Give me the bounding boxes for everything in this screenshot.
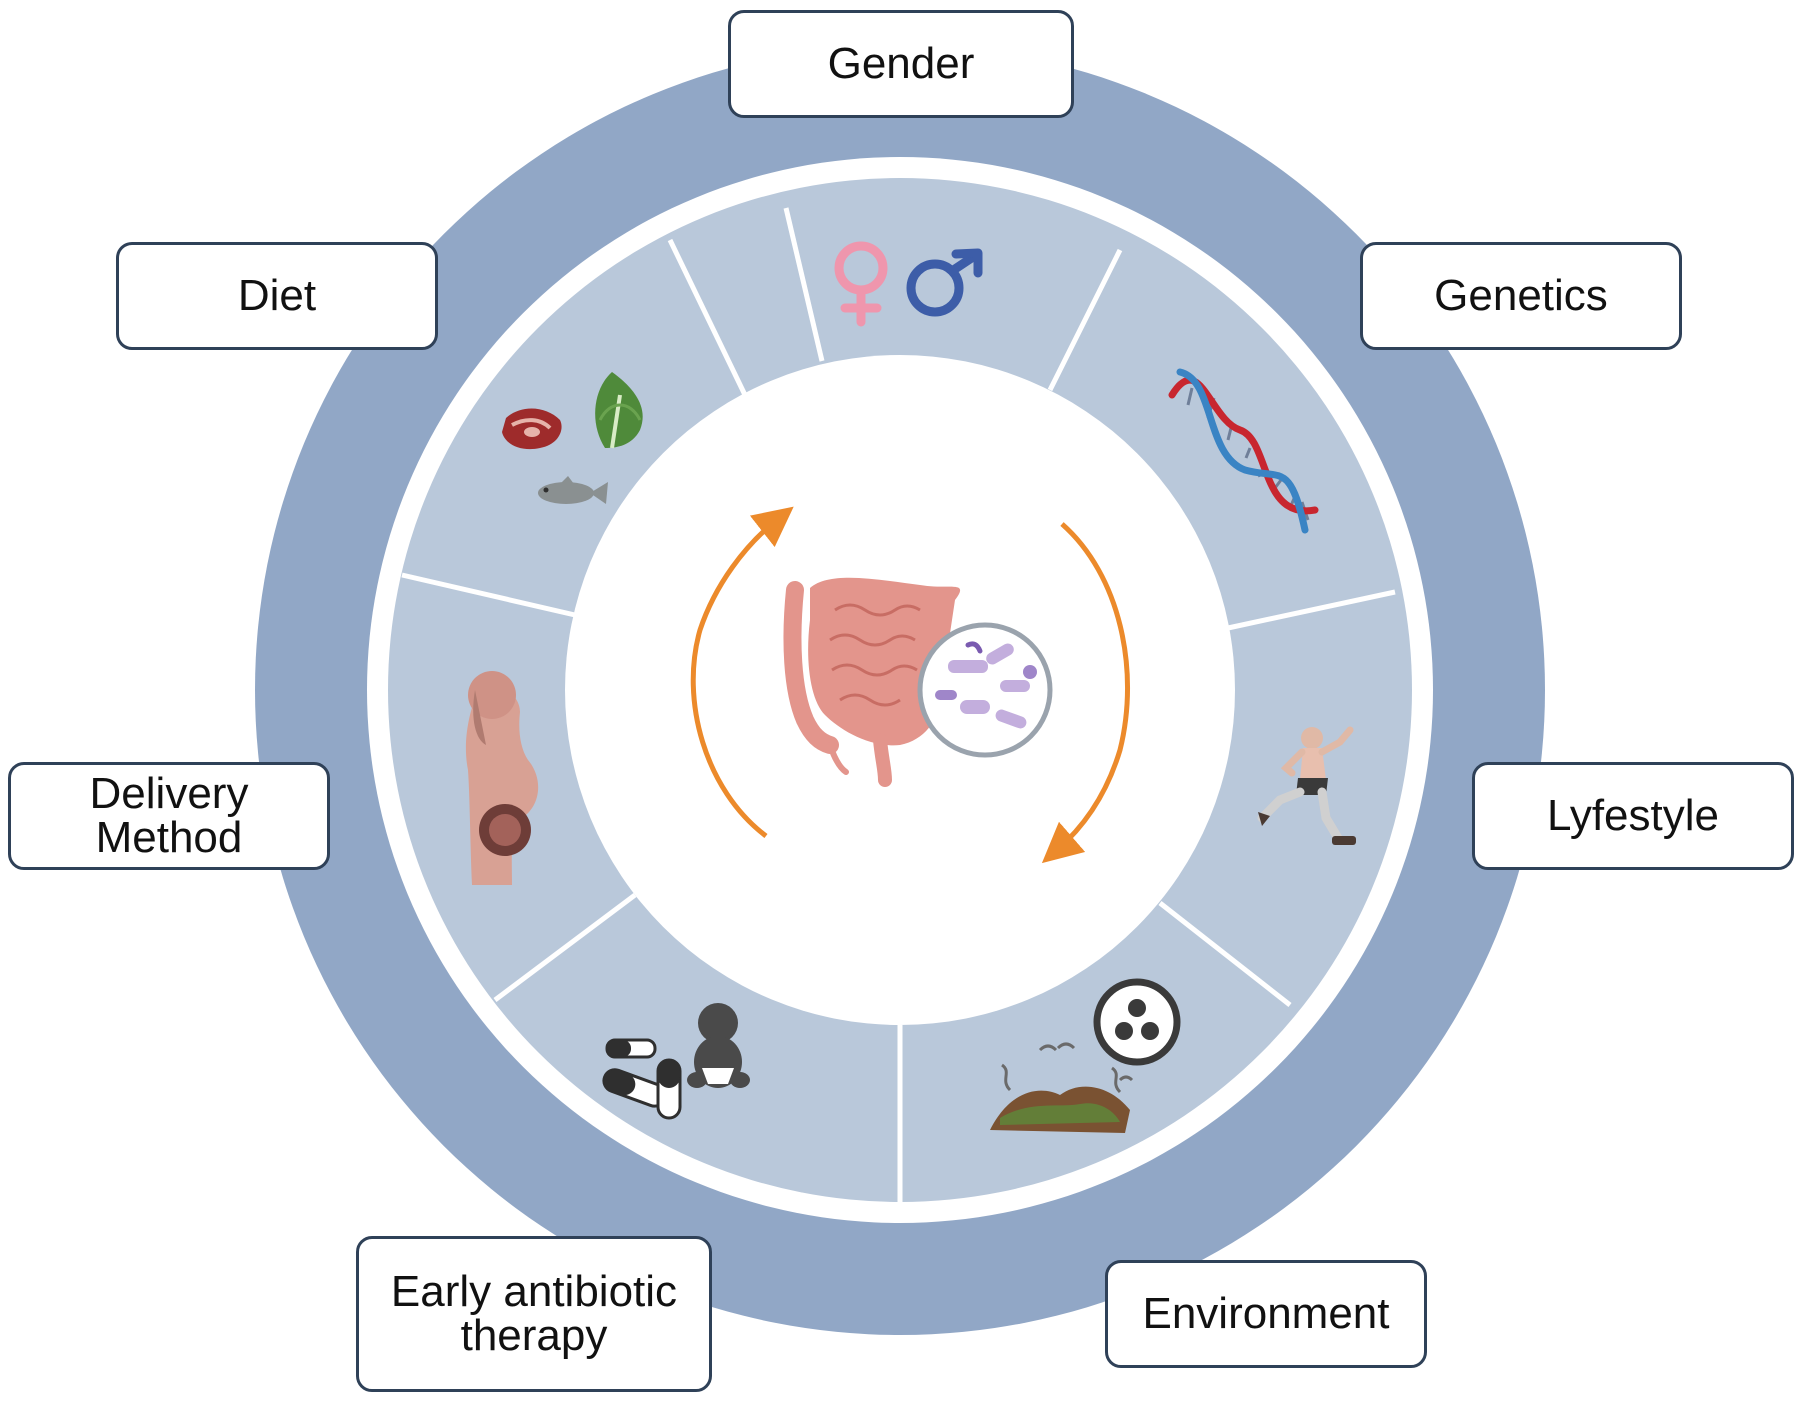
diet-label-text: Diet — [237, 271, 317, 320]
fish-icon — [538, 476, 608, 504]
female-symbol-icon — [834, 241, 888, 327]
lifestyle-label-text: Lyfestyle — [1546, 791, 1719, 840]
dna-helix-icon — [1168, 368, 1319, 534]
pregnant-woman-icon — [465, 671, 539, 885]
label-gender: Gender — [728, 10, 1074, 118]
label-lifestyle: Lyfestyle — [1472, 762, 1794, 870]
capsule-icon — [605, 1038, 657, 1059]
gut-microbiota-icon — [783, 577, 1053, 787]
antibiotic-label-line2: therapy — [460, 1311, 608, 1360]
genetics-label-text: Genetics — [1434, 271, 1608, 320]
baby-icon — [687, 1003, 750, 1088]
male-symbol-icon — [906, 248, 983, 317]
label-delivery-method: Delivery Method — [8, 762, 330, 870]
gender-symbols-icon — [834, 241, 983, 327]
label-environment: Environment — [1105, 1260, 1427, 1368]
segment-separators — [401, 207, 1396, 1202]
waste-biohazard-icon — [990, 978, 1181, 1133]
environment-label-text: Environment — [1142, 1289, 1390, 1338]
antibiotic-label-line1: Early antibiotic — [390, 1267, 678, 1316]
meat-icon — [502, 408, 562, 450]
gender-label-text: Gender — [827, 39, 975, 88]
runner-icon — [1257, 726, 1356, 845]
delivery-label-line1: Delivery — [89, 769, 249, 818]
bacteria-lens-icon — [917, 622, 1053, 758]
label-diet: Diet — [116, 242, 438, 350]
cycle-arrow-left — [690, 506, 794, 838]
leafy-greens-icon — [595, 372, 643, 449]
label-genetics: Genetics — [1360, 242, 1682, 350]
food-icon — [502, 372, 643, 504]
pills-baby-icon — [602, 1003, 750, 1120]
delivery-label-line2: Method — [95, 813, 243, 862]
cycle-arrow-right — [1041, 522, 1130, 864]
label-early-antibiotic-therapy: Early antibiotic therapy — [356, 1236, 712, 1392]
